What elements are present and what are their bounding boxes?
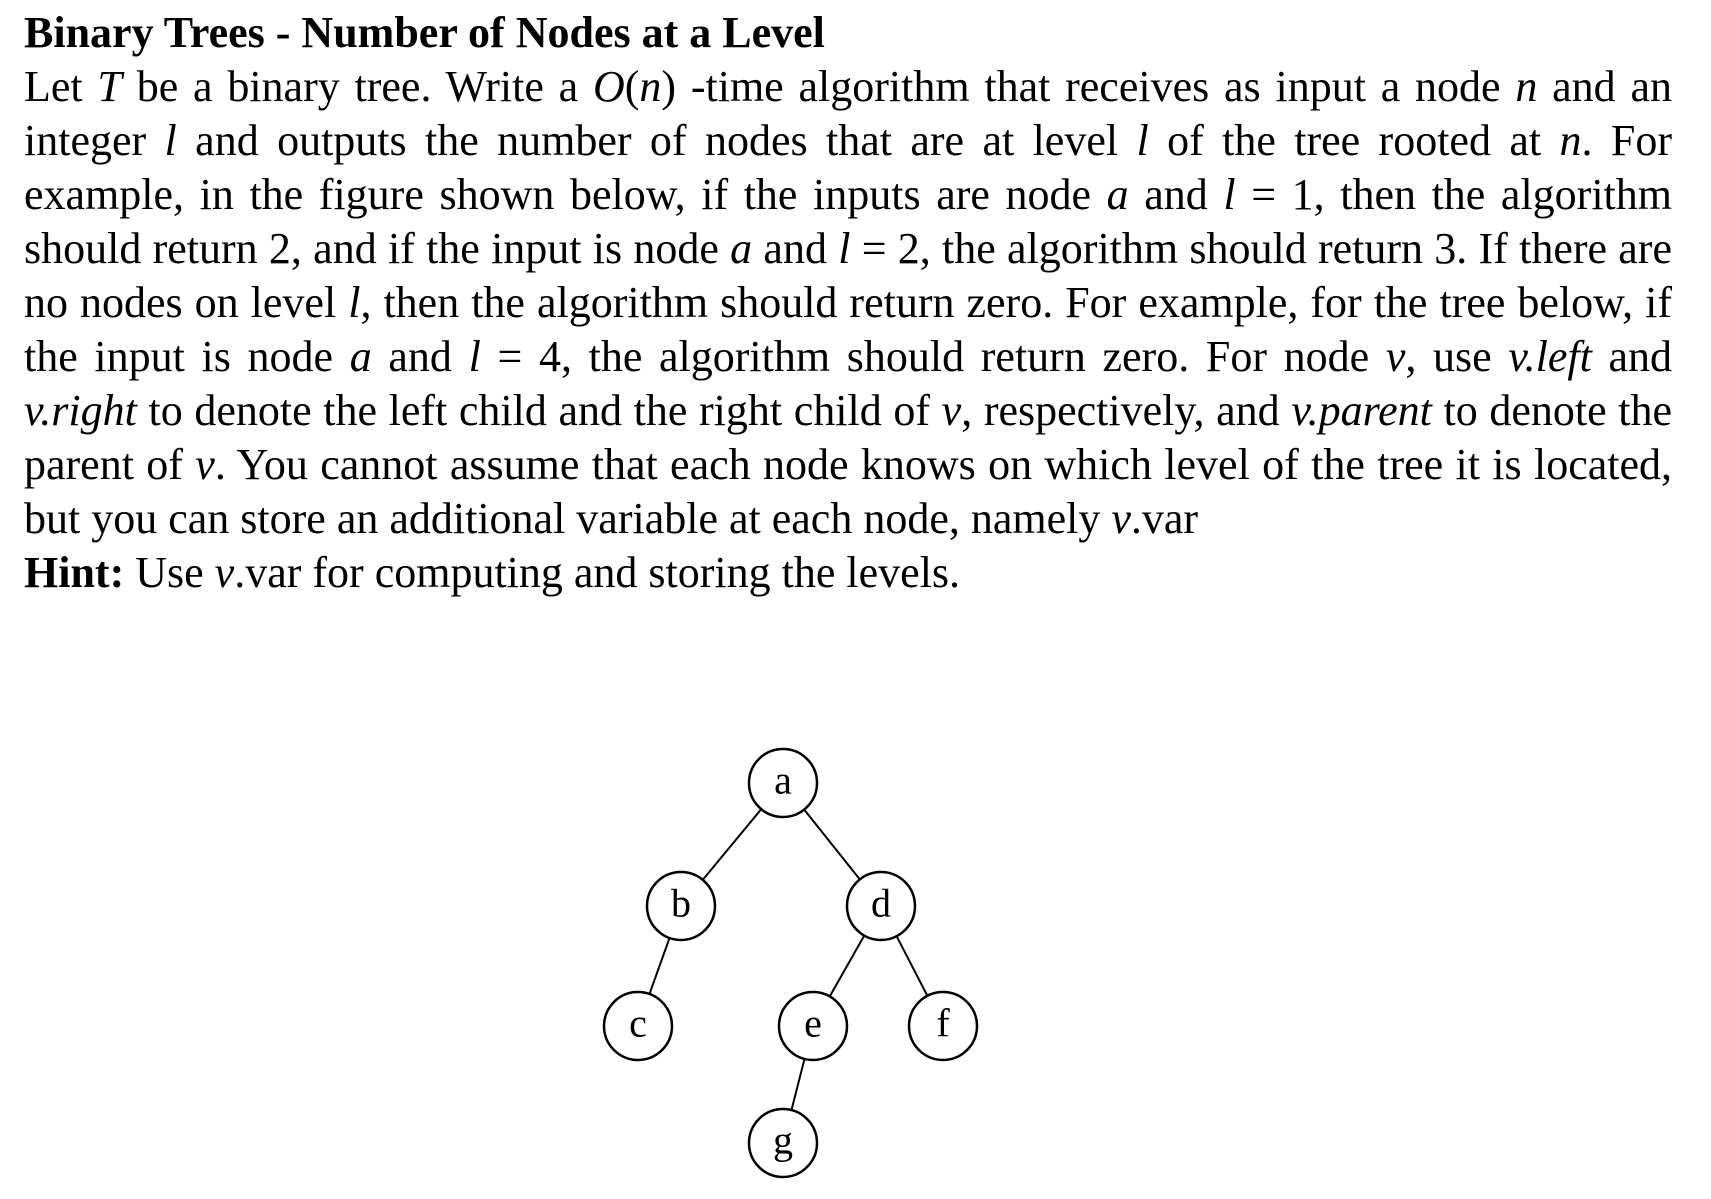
text-run: -time algorithm that receives as input a… (676, 62, 1516, 111)
text-run: , use (1405, 332, 1509, 381)
math-var: a (349, 332, 372, 381)
math-var: a (730, 224, 753, 273)
text-run: and (1128, 170, 1224, 219)
document-page: Binary Trees - Number of Nodes at a Leve… (24, 6, 1672, 600)
tree-node-circle (907, 990, 979, 1062)
tree-node-f: f (907, 990, 979, 1062)
tree-node-d: d (845, 870, 917, 942)
math-var: v (195, 440, 215, 489)
math-symbol: ( (624, 62, 640, 111)
math-var: l (838, 224, 851, 273)
text-run: and (752, 224, 839, 273)
tree-node-circle (845, 870, 917, 942)
tree-node-circle (747, 747, 819, 819)
hint-label: Hint: (24, 548, 125, 597)
math-var: v.right (24, 386, 137, 435)
page-title: Binary Trees - Number of Nodes at a Leve… (24, 8, 825, 57)
tree-edge-a-b (701, 808, 763, 881)
math-var: n (1559, 116, 1582, 165)
text-run: .var (234, 548, 302, 597)
tree-node-label: c (629, 1001, 647, 1046)
text-run: of the tree rooted at (1148, 116, 1560, 165)
tree-node-c: c (602, 990, 674, 1062)
tree-node-e: e (777, 990, 849, 1062)
tree-node-b: b (645, 870, 717, 942)
math-var: T (97, 62, 122, 111)
tree-node-a: a (747, 747, 819, 819)
text-run: , respectively, and (961, 386, 1292, 435)
text-run: = 2, the algorithm should return 3. If t… (24, 224, 1672, 327)
text-run: = 4, the algorithm should return zero. F… (480, 332, 1386, 381)
math-var: a (1106, 170, 1129, 219)
math-var: n (1515, 62, 1538, 111)
math-var: v (1111, 494, 1131, 543)
tree-node-label: d (871, 881, 891, 926)
math-var: l (348, 278, 361, 327)
text-run: and an integer (24, 62, 1672, 165)
tree-edge-d-f (895, 935, 929, 997)
tree-node-label: b (671, 881, 691, 926)
text-run: and (1591, 332, 1673, 381)
tree-node-label: f (936, 1001, 950, 1046)
text-run: to denote the left child and the right c… (136, 386, 942, 435)
math-var: n (639, 62, 662, 111)
hint-line: Hint: Use v.var for computing and storin… (24, 546, 1672, 600)
math-var: O (592, 62, 625, 111)
text-run: and (371, 332, 469, 381)
math-var: v (1385, 332, 1406, 381)
text-run: Let (24, 62, 98, 111)
tree-node-label: g (773, 1118, 793, 1163)
tree-node-g: g (747, 1107, 819, 1179)
math-symbol: ) (661, 62, 677, 111)
text-run: = 1, then the algorithm should return 2,… (24, 170, 1673, 273)
text-run: .var (1130, 494, 1199, 543)
tree-node-circle (645, 870, 717, 942)
tree-edge-e-g (790, 1058, 806, 1111)
math-var: v (941, 386, 962, 435)
math-var: l (468, 332, 481, 381)
text-run: and outputs the number of nodes that are… (176, 116, 1137, 165)
text-run: . You cannot assume that each node knows… (24, 440, 1673, 543)
tree-node-circle (747, 1107, 819, 1179)
tree-edge-d-e (828, 935, 866, 997)
text-run: , then the algorithm should return zero.… (24, 278, 1672, 381)
math-var: v.parent (1291, 386, 1432, 435)
text-run: . For example, in the figure shown below… (24, 116, 1672, 219)
tree-node-circle (602, 990, 674, 1062)
math-var: l (1136, 116, 1149, 165)
tree-node-circle (777, 990, 849, 1062)
problem-statement: Let T be a binary tree. Write a O(n) -ti… (24, 60, 1672, 546)
text-run: Use (124, 548, 215, 597)
tree-edge-b-c (648, 937, 671, 995)
math-var: v (214, 548, 235, 597)
math-var: l (164, 116, 177, 165)
text-run: to denote the parent of (24, 386, 1672, 489)
tree-edge-a-d (803, 808, 861, 881)
tree-node-label: a (774, 758, 792, 803)
math-var: v.left (1508, 332, 1592, 381)
math-var: l (1223, 170, 1236, 219)
tree-node-label: e (804, 1001, 822, 1046)
text-run: for computing and storing the levels. (301, 548, 961, 597)
text-run: be a binary tree. Write a (121, 62, 593, 111)
